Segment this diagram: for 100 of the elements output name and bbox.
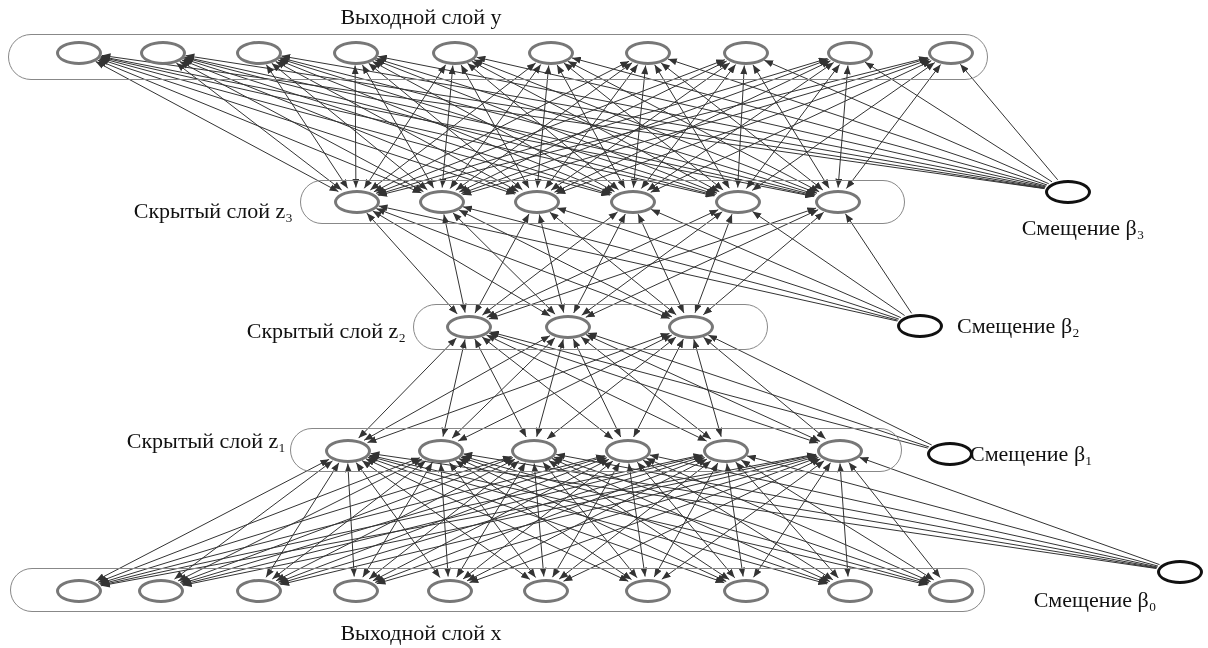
arrow bbox=[835, 65, 851, 188]
arrow bbox=[462, 57, 929, 196]
arrow bbox=[369, 453, 928, 587]
neuron-circle bbox=[723, 579, 769, 603]
arrow bbox=[462, 205, 899, 321]
arrow bbox=[488, 332, 819, 444]
arrow bbox=[98, 58, 516, 195]
neuron-circle bbox=[432, 41, 478, 65]
arrow bbox=[558, 460, 712, 580]
arrow bbox=[441, 338, 467, 438]
bias-label: Смещение β₁ bbox=[970, 441, 1093, 467]
arrow bbox=[486, 209, 719, 318]
arrow bbox=[99, 454, 606, 586]
arrow bbox=[97, 59, 422, 194]
neuron-circle bbox=[605, 439, 651, 463]
arrow bbox=[174, 460, 333, 580]
neuron-circle bbox=[325, 439, 371, 463]
arrow bbox=[667, 58, 1048, 186]
arrow bbox=[580, 336, 712, 440]
arrow bbox=[485, 334, 708, 442]
arrow bbox=[549, 211, 677, 316]
arrow bbox=[763, 59, 1050, 185]
neuron-circle bbox=[56, 579, 102, 603]
neuron-circle bbox=[545, 315, 591, 339]
arrow bbox=[585, 334, 821, 442]
neuron-circle bbox=[827, 579, 873, 603]
arrow bbox=[751, 62, 936, 191]
neuron-circle bbox=[715, 190, 761, 214]
bias-circle bbox=[1157, 560, 1203, 584]
arrow bbox=[864, 61, 1053, 183]
arrow bbox=[745, 64, 841, 189]
arrow bbox=[573, 213, 626, 314]
neuron-circle bbox=[236, 41, 282, 65]
arrow bbox=[362, 462, 433, 578]
arrow bbox=[182, 58, 612, 195]
neuron-circle bbox=[928, 579, 974, 603]
arrow bbox=[275, 458, 516, 582]
neuron-circle bbox=[514, 190, 560, 214]
arrow bbox=[437, 463, 452, 577]
neuron-circle bbox=[703, 439, 749, 463]
neuron-circle bbox=[446, 315, 492, 339]
neuron-circle bbox=[333, 41, 379, 65]
arrow bbox=[572, 338, 622, 438]
arrow bbox=[175, 62, 343, 191]
arrow bbox=[97, 457, 421, 583]
arrow bbox=[461, 454, 929, 586]
arrow bbox=[179, 457, 514, 583]
arrow bbox=[377, 56, 929, 197]
arrow bbox=[649, 453, 1158, 568]
arrow bbox=[177, 458, 423, 582]
arrow bbox=[734, 65, 748, 188]
neuron-circle bbox=[419, 190, 465, 214]
arrow bbox=[95, 458, 330, 582]
arrow bbox=[653, 462, 719, 578]
arrow bbox=[474, 338, 527, 438]
neuron-circle bbox=[723, 41, 769, 65]
arrow bbox=[378, 204, 898, 322]
arrow bbox=[740, 459, 935, 581]
arrow bbox=[735, 461, 839, 579]
arrow bbox=[650, 208, 902, 319]
neuron-circle bbox=[625, 41, 671, 65]
arrow bbox=[275, 60, 519, 193]
arrow bbox=[363, 64, 447, 189]
arrow bbox=[637, 213, 685, 314]
arrow bbox=[556, 64, 626, 189]
neuron-circle bbox=[140, 41, 186, 65]
layer-title: Скрытый слой z₁ bbox=[126, 428, 286, 454]
arrow bbox=[581, 211, 723, 316]
neuron-circle bbox=[427, 579, 473, 603]
arrow bbox=[556, 58, 930, 195]
layer-title: Выходной слой y bbox=[340, 4, 502, 30]
arrow bbox=[460, 64, 530, 189]
arrow bbox=[351, 65, 360, 188]
arrow bbox=[181, 59, 517, 194]
arrow bbox=[626, 463, 648, 577]
arrow bbox=[746, 454, 1159, 567]
arrow bbox=[265, 64, 349, 189]
arrow bbox=[265, 462, 340, 578]
arrow bbox=[271, 460, 427, 580]
arrow bbox=[363, 335, 551, 441]
arrow bbox=[279, 454, 818, 586]
arrow bbox=[694, 213, 733, 314]
arrow bbox=[361, 64, 435, 189]
arrow bbox=[837, 463, 851, 577]
arrow bbox=[535, 338, 565, 438]
arrow bbox=[630, 65, 649, 188]
neuron-circle bbox=[528, 41, 574, 65]
arrow bbox=[279, 56, 816, 197]
arrow bbox=[481, 336, 614, 440]
arrow bbox=[753, 462, 831, 578]
neuron-circle bbox=[511, 439, 557, 463]
arrow bbox=[571, 56, 1047, 187]
arrow bbox=[181, 455, 606, 585]
arrow bbox=[489, 330, 929, 449]
neuron-circle bbox=[625, 579, 671, 603]
arrow bbox=[456, 462, 526, 578]
neuron-circle bbox=[56, 41, 102, 65]
arrow bbox=[278, 57, 717, 196]
neuron-circle bbox=[815, 190, 861, 214]
arrow bbox=[845, 64, 942, 189]
